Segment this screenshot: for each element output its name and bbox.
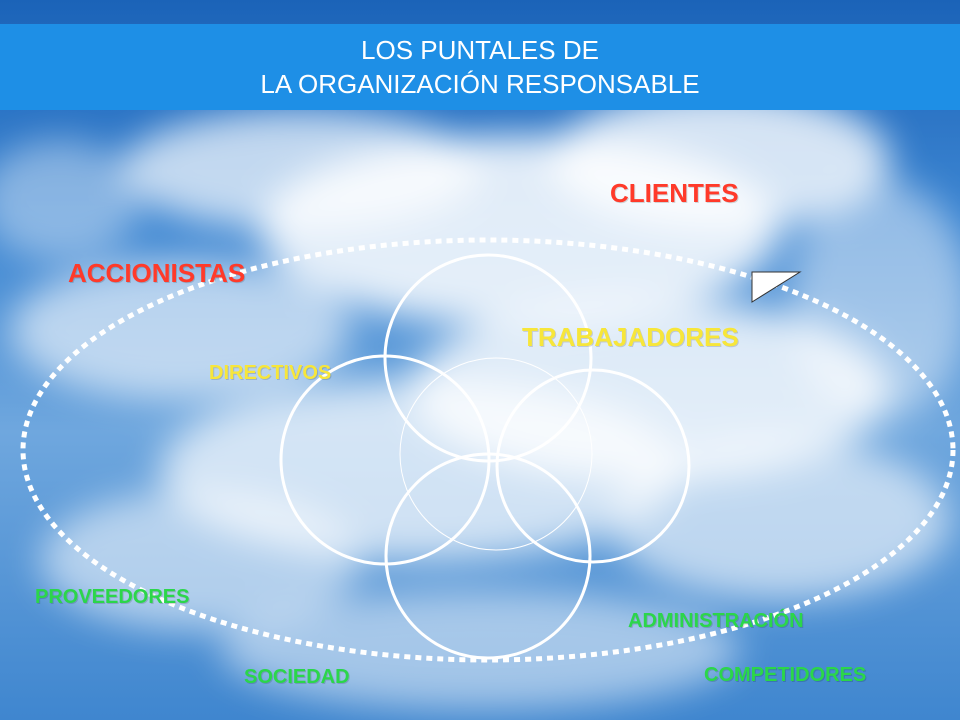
label-trabajadores: TRABAJADORES — [522, 322, 739, 352]
flag-triangle — [751, 271, 802, 303]
circle-right — [495, 368, 691, 564]
title-line-2: LA ORGANIZACIÓN RESPONSABLE — [260, 69, 700, 99]
center-circle — [399, 357, 593, 551]
outer-dashed-ellipse — [20, 237, 956, 663]
label-administracion: ADMINISTRACIÓN — [628, 610, 804, 632]
title-bar: LOS PUNTALES DE LA ORGANIZACIÓN RESPONSA… — [0, 24, 960, 110]
label-competidores: COMPETIDORES — [704, 664, 867, 686]
title-line-1: LOS PUNTALES DE — [361, 35, 599, 65]
label-proveedores: PROVEEDORES — [35, 586, 190, 608]
circle-bottom — [384, 452, 592, 660]
label-sociedad: SOCIEDAD — [244, 666, 350, 688]
label-directivos: DIRECTIVOS — [209, 362, 332, 384]
label-clientes: CLIENTES — [610, 178, 739, 208]
label-accionistas: ACCIONISTAS — [68, 258, 246, 288]
